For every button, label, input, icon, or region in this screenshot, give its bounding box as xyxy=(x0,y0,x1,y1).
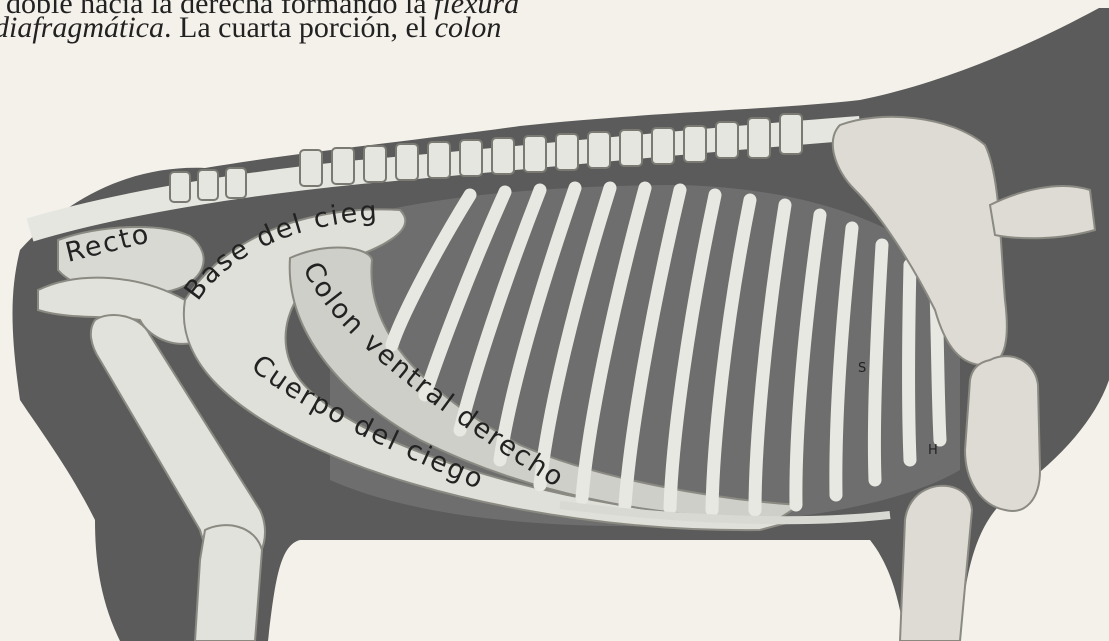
label-s: S xyxy=(858,361,866,376)
label-h: H xyxy=(928,443,938,458)
